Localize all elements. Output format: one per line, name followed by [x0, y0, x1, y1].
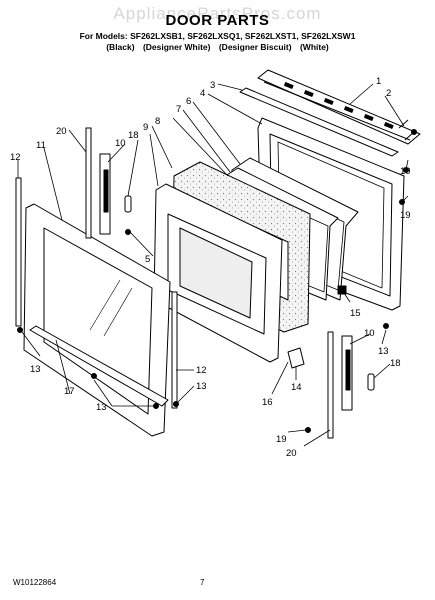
part-12-side-trim-left — [15, 177, 22, 327]
callout-20-left: 20 — [56, 126, 67, 137]
models-line: For Models: SF262LXSB1, SF262LXSQ1, SF26… — [79, 31, 356, 41]
callout-12-right: 12 — [196, 365, 207, 376]
callout-18-left: 18 — [128, 130, 139, 141]
callout-2: 2 — [386, 88, 391, 99]
callout-4: 4 — [200, 88, 205, 99]
callout-1: 1 — [376, 76, 381, 87]
part-10-hinge-right — [341, 335, 353, 411]
callout-16: 16 — [262, 397, 273, 408]
callout-15: 15 — [350, 308, 361, 319]
callout-7: 7 — [176, 104, 181, 115]
callout-13-d: 13 — [378, 346, 389, 357]
part-3-vent-strip — [239, 87, 399, 157]
part-9-door-liner — [153, 183, 283, 363]
color-designer-white: (Designer White) — [142, 42, 211, 52]
color-designer-biscuit: (Designer Biscuit) — [218, 42, 292, 52]
callout-19-a: 19 — [400, 166, 411, 177]
part-1-vent-trim — [257, 69, 421, 145]
part-18-clip-left — [124, 195, 132, 213]
leader-lines — [17, 83, 409, 447]
part-11-outer-glass — [23, 203, 171, 437]
callout-10-right: 10 — [364, 328, 375, 339]
watermark: AppliancePartsPros.com — [113, 4, 322, 23]
callout-17: 17 — [64, 386, 75, 397]
document-number: W10122864 — [13, 578, 57, 587]
callout-12-left: 12 — [10, 152, 21, 163]
callouts: 1 2 3 4 5 6 7 8 9 10 10 11 12 12 13 13 1… — [10, 76, 411, 459]
part-18-clip-right — [367, 373, 375, 391]
callout-6: 6 — [186, 96, 191, 107]
part-12-side-trim-right — [171, 291, 178, 409]
part-10-hinge-left — [99, 153, 111, 235]
color-white: (White) — [299, 42, 329, 52]
page-number: 7 — [200, 578, 205, 587]
callout-18-right: 18 — [390, 358, 401, 369]
color-variants: (Black) (Designer White) (Designer Biscu… — [0, 42, 435, 52]
callout-10-left: 10 — [115, 138, 126, 149]
page-title: DOOR PARTS — [165, 12, 270, 29]
part-17-bottom-trim — [29, 325, 169, 407]
callout-19-b: 19 — [400, 210, 411, 221]
callout-11: 11 — [36, 140, 46, 151]
callout-5: 5 — [145, 254, 150, 265]
part-20-channel-right — [327, 331, 334, 439]
callout-9: 9 — [143, 122, 148, 133]
callout-13-c: 13 — [96, 402, 107, 413]
callout-14: 14 — [291, 382, 302, 393]
part-2-screw — [398, 119, 417, 141]
callout-3: 3 — [210, 80, 215, 91]
callout-20-right: 20 — [286, 448, 297, 459]
color-black: (Black) — [106, 42, 135, 52]
part-14-bracket — [287, 347, 305, 369]
callout-8: 8 — [155, 116, 160, 127]
callout-13-a: 13 — [30, 364, 41, 375]
callout-19-c: 19 — [276, 434, 287, 445]
part-20-channel-left — [85, 127, 92, 239]
callout-13-b: 13 — [196, 381, 207, 392]
